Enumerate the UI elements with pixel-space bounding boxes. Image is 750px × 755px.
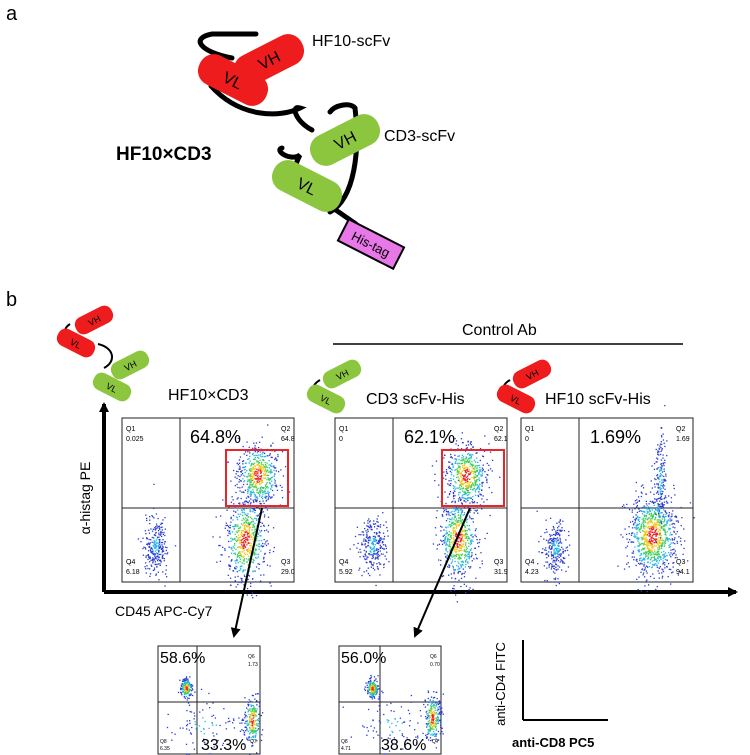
control-ab-header: Control Ab (462, 322, 537, 339)
q2-value: 62.1 (494, 436, 508, 443)
his-tag-box: His-tag (336, 217, 406, 271)
q3-value: 29.0 (281, 569, 295, 576)
subplot-1-labels: 58.6% Q6 1.73 Q8 6.35 Q7 33.3% (160, 650, 258, 754)
q4-name: Q4 (525, 559, 534, 566)
q2-name: Q2 (281, 426, 290, 433)
q6-name: Q6 (430, 654, 437, 660)
construct-title: HF10×CD3 (116, 144, 212, 165)
plot-2-labels: Q1 0 Q2 62.1 Q4 5.92 Q3 31.9 62.1% (339, 426, 508, 576)
q8-name: Q8 (341, 739, 348, 745)
cd4-percent: 56.0% (341, 650, 386, 667)
q8-value: 6.35 (160, 746, 170, 752)
flow-plots (121, 404, 695, 603)
q1-value: 0 (525, 436, 529, 443)
q8-value: 4.71 (341, 746, 351, 752)
q2-value: 1.69 (676, 436, 690, 443)
q1-name: Q1 (339, 426, 348, 433)
icon-vl-3: VL (318, 393, 332, 407)
icon-hf10-scfv: VH VL (496, 359, 552, 414)
subplot-cd4-cd8-1 (157, 645, 264, 755)
q3-value: 31.9 (494, 569, 508, 576)
q3-name: Q3 (281, 559, 290, 566)
cd4-cd8-subplots (157, 645, 444, 755)
q3-name: Q3 (494, 559, 503, 566)
icon-vl-2: VL (104, 381, 118, 395)
plot-title-cd3-scfv: CD3 scFv-His (366, 391, 465, 408)
q3-value: 94.1 (676, 569, 690, 576)
q4-name: Q4 (339, 559, 348, 566)
flow-plot-cd3-scfv (334, 417, 508, 603)
gate-box (441, 449, 505, 507)
q1-value: 0.025 (126, 436, 144, 443)
cd8-percent: 33.3% (201, 737, 246, 754)
q7-name: Q7 (250, 739, 257, 745)
q4-value: 4.23 (525, 569, 539, 576)
q7-name: Q7 (432, 739, 439, 745)
q2-value: 64.8 (281, 436, 295, 443)
q4-name: Q4 (126, 559, 135, 566)
gate-arrow-2 (413, 507, 471, 638)
q3-name: Q3 (676, 559, 685, 566)
q2-percent: 62.1% (404, 427, 455, 447)
cd3-vh-domain: VH (309, 114, 381, 166)
flow-plot-hf10-scfv (520, 404, 695, 593)
cd4-percent: 58.6% (160, 650, 205, 667)
icon-cd3-scfv: VH VL (306, 359, 362, 414)
cd8-axis-label: anti-CD8 PC5 (512, 735, 594, 750)
q6-name: Q6 (248, 654, 255, 660)
hf10-vl-domain: VL (197, 54, 269, 106)
cd3-vl-domain: VL (271, 160, 343, 212)
q4-value: 6.18 (126, 569, 140, 576)
panel-b-label: b (6, 289, 17, 311)
x-axis-label: CD45 APC-Cy7 (115, 603, 212, 619)
q8-name: Q8 (160, 739, 167, 745)
q2-name: Q2 (494, 426, 503, 433)
q2-percent: 1.69% (590, 427, 641, 447)
subplot-2-labels: 56.0% Q6 0.70 Q8 4.71 Q7 38.6% (341, 650, 440, 754)
plot-1-labels: Q1 0.025 Q2 64.8 Q4 6.18 Q3 29.0 64.8% (126, 426, 295, 576)
plot-title-hf10-scfv: HF10 scFv-His (545, 391, 651, 408)
panel-a-label: a (6, 3, 18, 25)
q2-name: Q2 (676, 426, 685, 433)
cd3-scfv-label: CD3-scFv (384, 128, 455, 145)
cd4-axis-label: anti-CD4 FITC (493, 642, 508, 726)
q6-value: 0.70 (430, 662, 440, 668)
hf10-scfv-label: HF10-scFv (312, 33, 390, 50)
subplot-cd4-cd8-2 (338, 645, 444, 755)
q4-value: 5.92 (339, 569, 353, 576)
icon-vl-4: VL (508, 393, 522, 407)
q2-percent: 64.8% (190, 427, 241, 447)
flow-plot-hf10xcd3 (121, 417, 295, 599)
y-axis-label: α-histag PE (77, 462, 93, 535)
plot-3-labels: Q1 0 Q2 1.69 Q4 4.23 Q3 94.1 1.69% (525, 426, 690, 576)
q1-value: 0 (339, 436, 343, 443)
plot-title-hf10xcd3: HF10×CD3 (168, 387, 249, 404)
q1-name: Q1 (525, 426, 534, 433)
icon-vl: VL (68, 337, 82, 351)
q6-value: 1.73 (248, 662, 258, 668)
q1-name: Q1 (126, 426, 135, 433)
cd8-percent: 38.6% (381, 737, 426, 754)
icon-hf10xcd3: VH VL VH VL (56, 305, 150, 402)
gate-arrow-1 (230, 507, 263, 638)
gate-box (225, 449, 289, 507)
